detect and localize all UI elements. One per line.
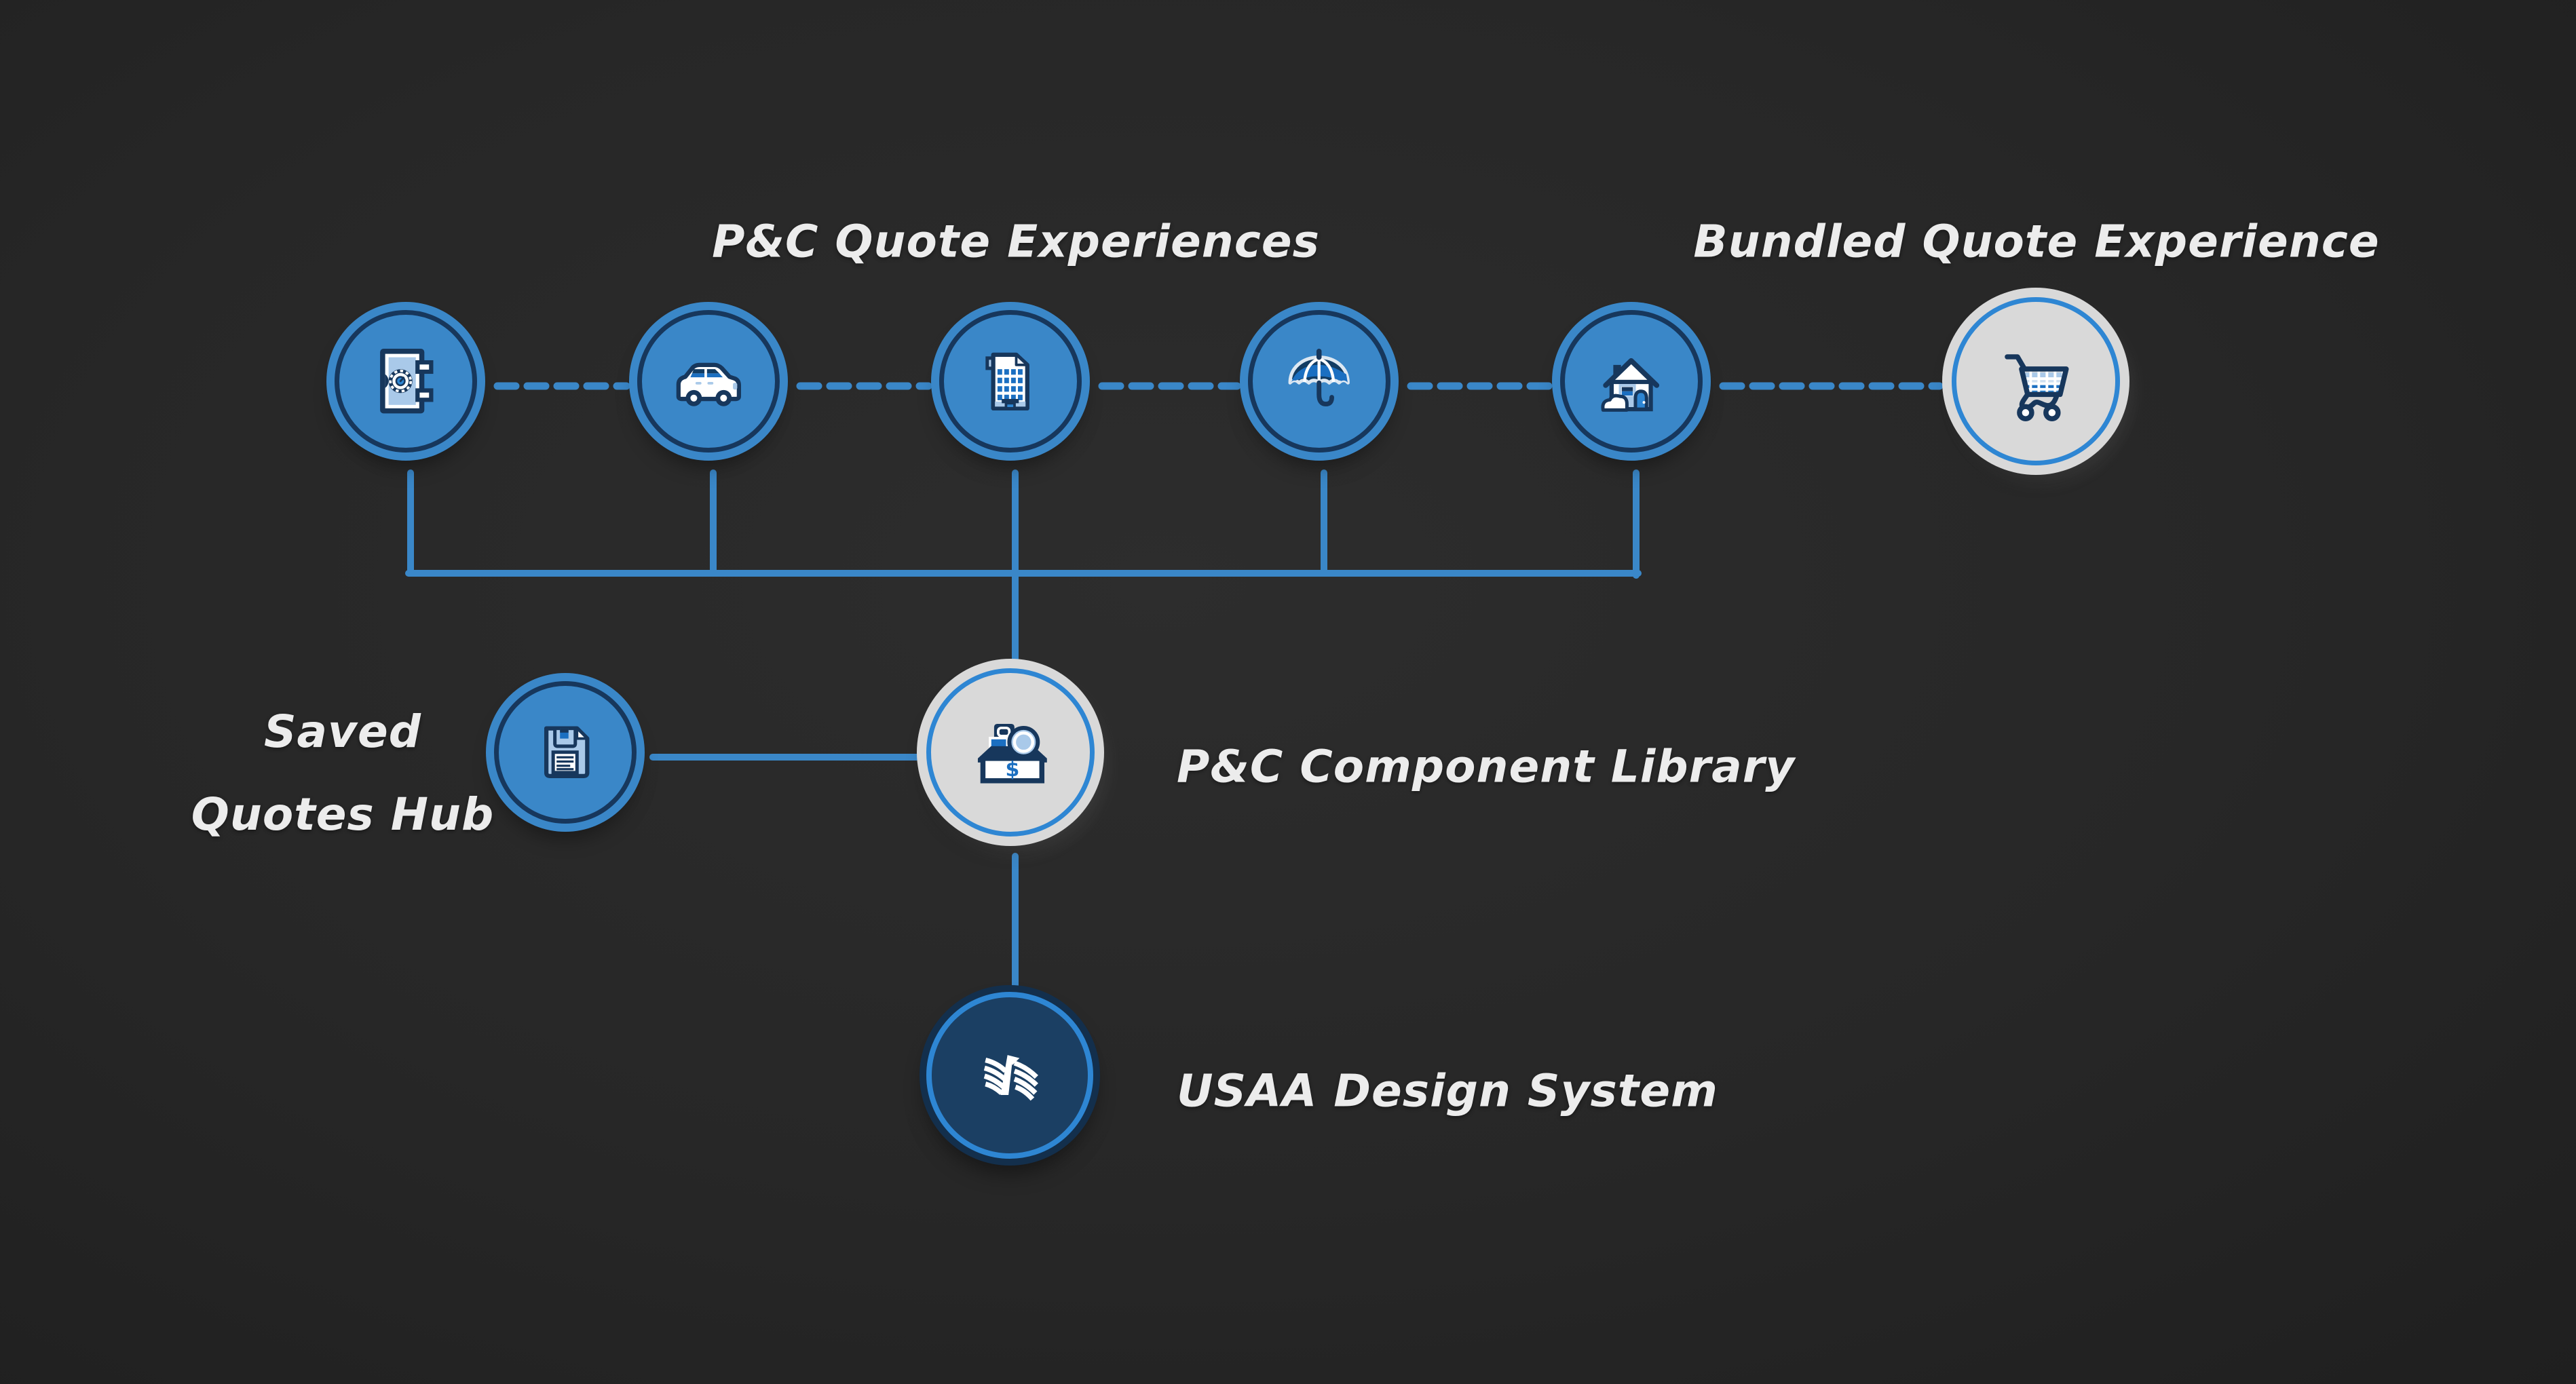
label-component-library: P&C Component Library xyxy=(1177,740,1796,793)
label-saved-line2: Quotes Hub xyxy=(191,788,495,841)
node-bundled-cart[interactable] xyxy=(1952,297,2120,465)
house-icon xyxy=(1601,358,1660,412)
title-pnc-quote-experiences: P&C Quote Experiences xyxy=(712,215,1320,268)
node-saved-quotes-hub[interactable] xyxy=(494,681,637,824)
usaa-eagle-logo xyxy=(984,1055,1039,1101)
node-auto-quote[interactable] xyxy=(637,310,780,453)
cash-box-icon: $ xyxy=(978,724,1047,784)
node-usaa-design-system[interactable] xyxy=(926,992,1093,1159)
shopping-cart-icon xyxy=(2005,354,2069,422)
node-umbrella-quote[interactable] xyxy=(1248,310,1390,453)
label-design-system: USAA Design System xyxy=(1177,1064,1718,1117)
car-icon xyxy=(676,363,742,407)
floppy-disk-icon xyxy=(544,726,590,779)
label-saved-quotes-hub: Saved Quotes Hub xyxy=(191,691,494,856)
dollar-sign-glyph: $ xyxy=(1006,758,1020,782)
label-saved-line1: Saved xyxy=(263,706,422,758)
node-component-library[interactable]: $ xyxy=(926,668,1095,837)
umbrella-icon xyxy=(1288,349,1350,407)
node-property-quote[interactable] xyxy=(939,310,1082,453)
node-vault-quote[interactable] xyxy=(335,310,477,453)
building-icon xyxy=(985,352,1030,411)
vault-safe-icon xyxy=(380,349,434,414)
node-home-quote[interactable] xyxy=(1560,310,1703,453)
title-bundled-quote-experience: Bundled Quote Experience xyxy=(1693,215,2380,268)
